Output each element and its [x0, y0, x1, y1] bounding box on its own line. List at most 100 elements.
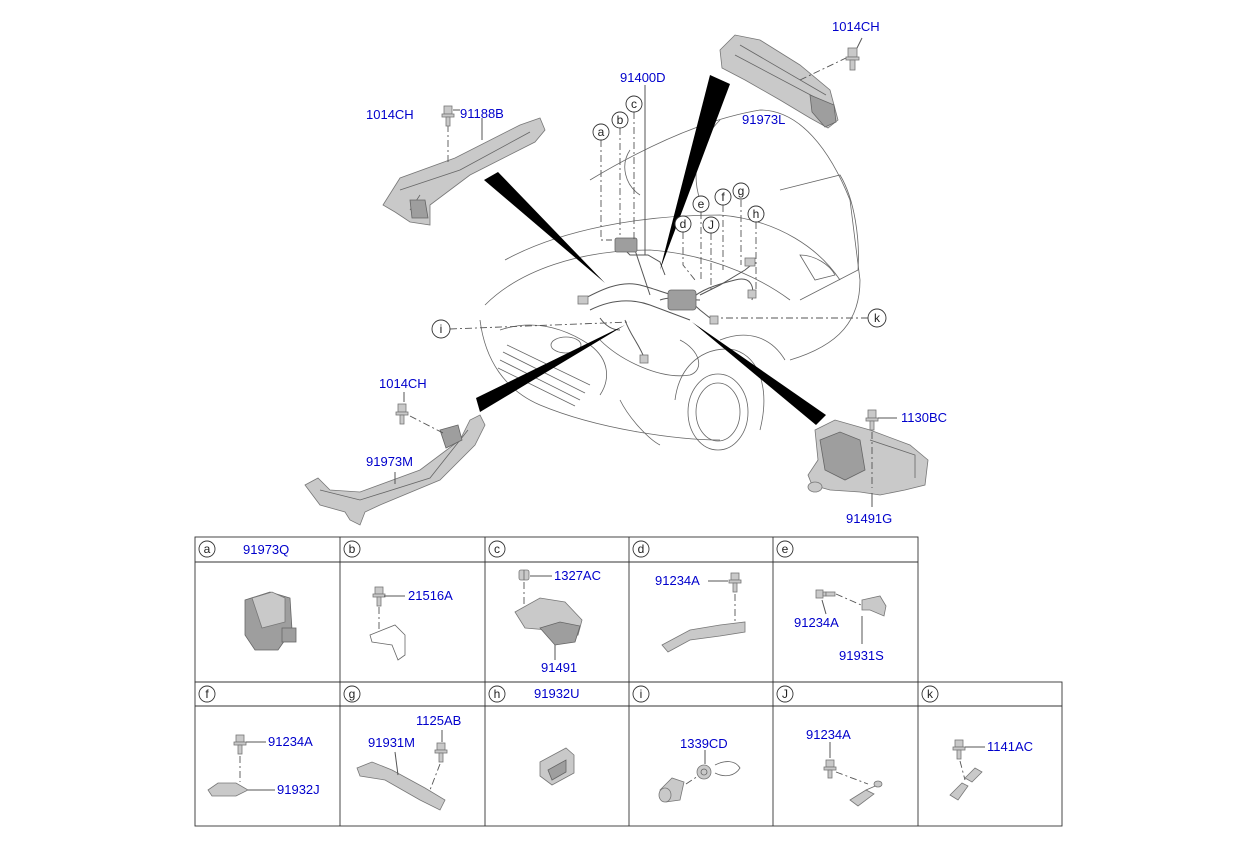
svg-text:J: J	[782, 687, 788, 701]
bracket-91491g	[807, 409, 929, 507]
bolt-icon	[372, 586, 386, 607]
svg-text:e: e	[782, 542, 789, 556]
bracket-91188b	[382, 105, 546, 226]
svg-text:c: c	[631, 97, 637, 111]
cell-g-part-1: 1125AB	[416, 713, 461, 728]
label-1014ch-top: 1014CH	[832, 19, 880, 34]
label-1014ch-low: 1014CH	[379, 376, 427, 391]
bolt-icon	[823, 759, 837, 779]
svg-text:g: g	[738, 184, 745, 198]
svg-text:h: h	[753, 207, 760, 221]
svg-text:J: J	[708, 218, 714, 232]
svg-text:d: d	[638, 542, 645, 556]
cell-d-header: d	[632, 540, 650, 558]
label-91973l: 91973L	[742, 112, 785, 127]
label-1014ch-left: 1014CH	[366, 107, 414, 122]
bolt-icon	[728, 572, 742, 593]
bolt-icon	[434, 742, 448, 763]
svg-text:k: k	[927, 687, 934, 701]
cell-g-parts: 1125AB 91931M	[356, 713, 461, 811]
callout-j: J	[702, 216, 720, 234]
svg-text:g: g	[349, 687, 356, 701]
cell-h-parts	[539, 747, 575, 786]
svg-text:e: e	[698, 197, 705, 211]
cell-j-part-1: 91234A	[806, 727, 851, 742]
nut-icon	[696, 764, 712, 780]
wiring-harness	[577, 237, 757, 364]
label-1130bc: 1130BC	[901, 410, 947, 425]
bolt-icon	[815, 589, 836, 599]
cell-f-part-2: 91932J	[277, 782, 320, 797]
cell-k-parts: 1141AC	[949, 739, 1033, 801]
label-91400d: 91400D	[620, 70, 666, 85]
callout-f: f	[714, 188, 732, 206]
cell-i-parts: 1339CD	[658, 736, 741, 803]
car-outline	[479, 109, 861, 451]
svg-text:b: b	[349, 542, 356, 556]
label-91188b: 91188B	[460, 106, 504, 121]
cell-h-header: h	[488, 685, 506, 703]
cell-e-header: e	[776, 540, 794, 558]
cell-d-parts: 91234A	[655, 572, 746, 653]
cell-a-part: 91973Q	[243, 542, 289, 557]
cell-i-header: i	[632, 685, 650, 703]
callout-a: a	[592, 123, 610, 141]
bracket-91973m	[304, 392, 486, 526]
callout-i: i	[431, 319, 451, 339]
cell-h-part: 91932U	[534, 686, 580, 701]
svg-text:c: c	[494, 542, 500, 556]
svg-text:f: f	[721, 190, 725, 204]
relay-box-91973q	[244, 591, 297, 651]
nut-icon	[518, 569, 530, 581]
callout-k: k	[867, 308, 887, 328]
cell-k-part-1: 1141AC	[987, 739, 1033, 754]
svg-text:a: a	[204, 542, 211, 556]
bolt-icon	[233, 734, 247, 755]
svg-text:k: k	[874, 311, 881, 325]
cell-b-parts: 21516A	[369, 586, 453, 661]
callout-g: g	[732, 182, 750, 200]
cell-e-parts: 91234A 91931S	[794, 589, 887, 663]
callout-d: d	[674, 215, 692, 233]
bolt-icon	[845, 47, 860, 71]
svg-text:h: h	[494, 687, 501, 701]
cell-g-header: g	[343, 685, 361, 703]
svg-text:f: f	[205, 687, 209, 701]
cell-c-header: c	[488, 540, 506, 558]
cell-j-header: J	[776, 685, 794, 703]
cell-e-part-2: 91931S	[839, 648, 884, 663]
cell-c-part-2: 91491	[541, 660, 577, 675]
bracket-91973l	[719, 34, 863, 129]
cell-j-parts: 91234A	[806, 727, 883, 807]
cell-f-parts: 91234A 91932J	[207, 734, 320, 797]
callout-e: e	[692, 195, 710, 213]
svg-text:i: i	[440, 322, 443, 336]
callout-b: b	[611, 111, 629, 129]
callout-h: h	[747, 205, 765, 223]
cell-k-header: k	[921, 685, 939, 703]
cell-d-part-1: 91234A	[655, 573, 700, 588]
bolt-icon	[395, 403, 409, 425]
label-91973m: 91973M	[366, 454, 413, 469]
bolt-icon	[952, 739, 966, 760]
callout-leaders	[449, 85, 868, 330]
svg-text:a: a	[598, 125, 605, 139]
detail-table	[194, 536, 1063, 827]
cell-a-header: a	[198, 540, 216, 558]
svg-text:i: i	[640, 687, 643, 701]
bolt-icon	[441, 105, 455, 127]
svg-text:b: b	[617, 113, 624, 127]
bolt-icon	[865, 409, 879, 431]
cell-c-parts: 1327AC 91491	[514, 568, 601, 675]
cell-c-part-1: 1327AC	[554, 568, 601, 583]
cell-i-part-1: 1339CD	[680, 736, 728, 751]
cell-b-part-1: 21516A	[408, 588, 453, 603]
cell-e-part-1: 91234A	[794, 615, 839, 630]
cell-f-header: f	[198, 685, 216, 703]
cell-f-part-1: 91234A	[268, 734, 313, 749]
cell-g-part-2: 91931M	[368, 735, 415, 750]
cell-b-header: b	[343, 540, 361, 558]
label-91491g: 91491G	[846, 511, 892, 526]
callout-c: c	[625, 95, 643, 113]
